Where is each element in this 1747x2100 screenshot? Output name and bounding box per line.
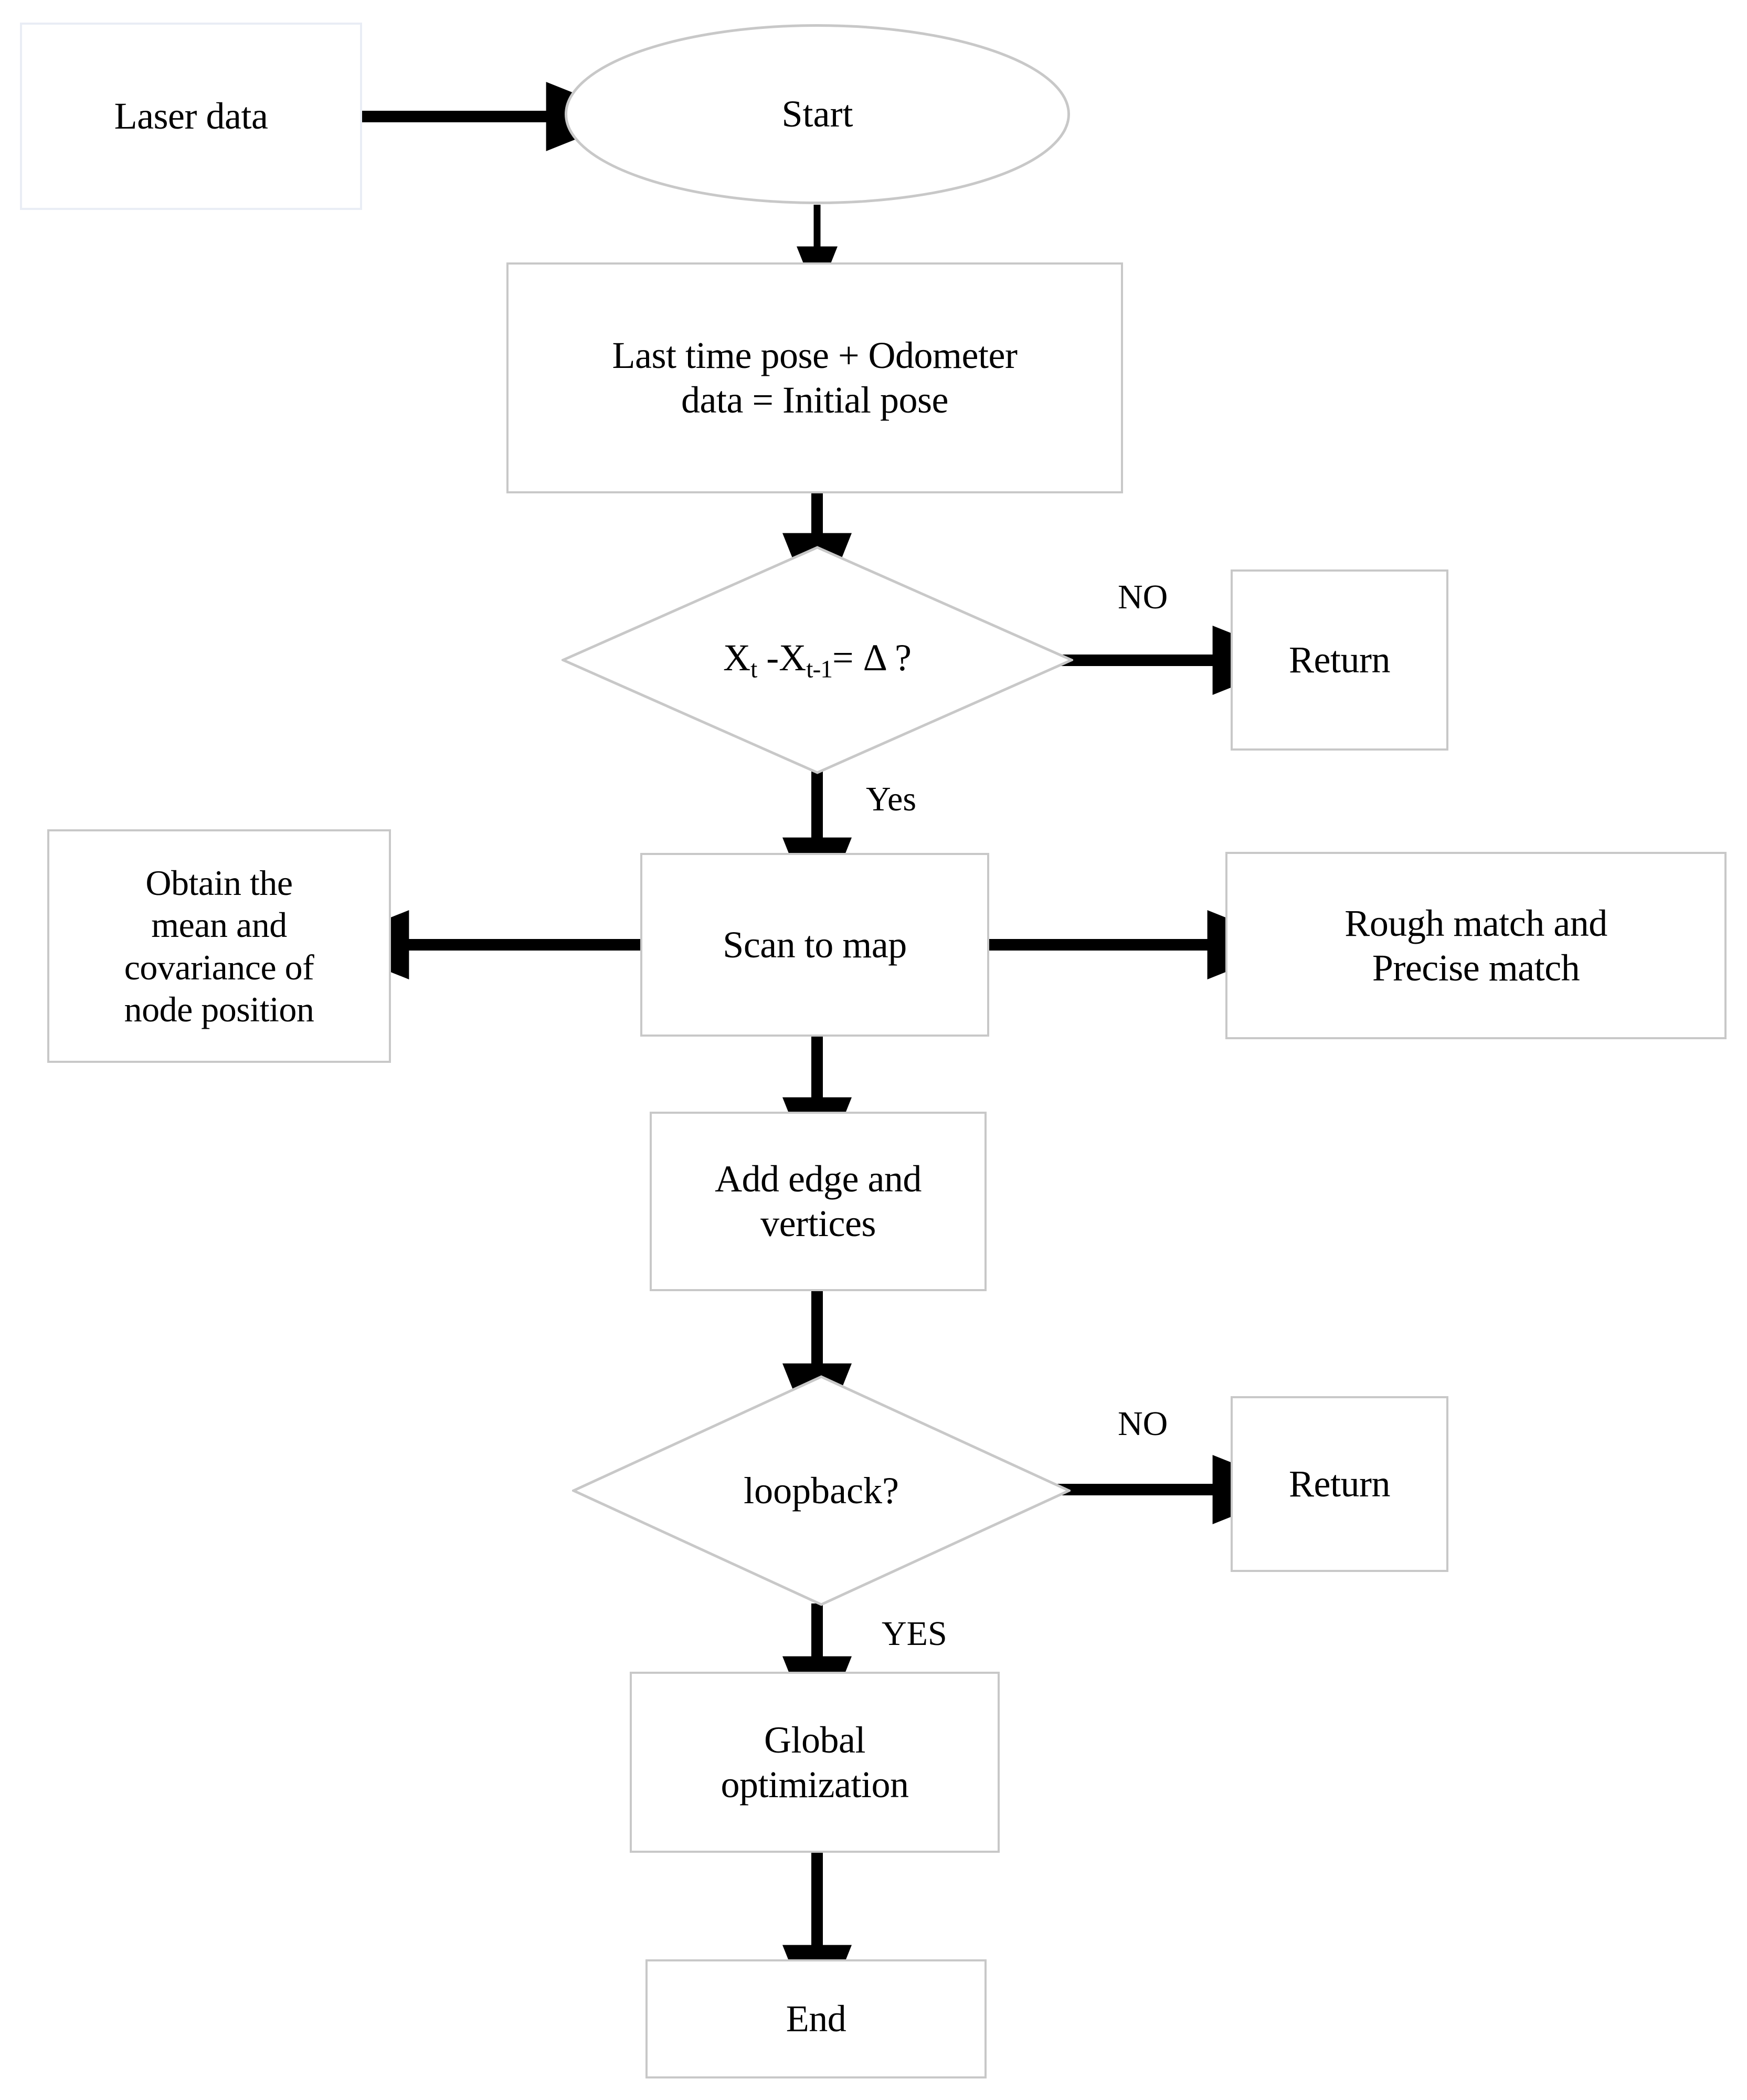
node-decision-loopback-label: loopback? (744, 1469, 899, 1512)
node-end-label: End (786, 1998, 846, 2040)
node-scan-to-map[interactable]: Scan to map (640, 853, 989, 1037)
node-start-label: Start (781, 93, 853, 135)
node-decision-delta-label: Xt -Xt-1= Δ ? (562, 546, 1073, 774)
node-decision-loopback[interactable]: loopback? (572, 1375, 1071, 1606)
node-return-1-label: Return (1289, 639, 1390, 681)
node-rough-precise-match-label: Rough match and Precise match (1344, 902, 1607, 989)
node-obtain-mean-covariance[interactable]: Obtain the mean and covariance of node p… (47, 829, 391, 1063)
node-add-edge-vertices-label: Add edge and vertices (715, 1158, 922, 1244)
node-add-edge-vertices[interactable]: Add edge and vertices (650, 1112, 987, 1291)
decision-formula: Xt -Xt-1= Δ ? (723, 637, 912, 683)
node-return-2-label: Return (1289, 1463, 1390, 1505)
node-return-2[interactable]: Return (1231, 1396, 1448, 1572)
node-end[interactable]: End (645, 1959, 987, 2078)
node-return-1[interactable]: Return (1231, 569, 1448, 751)
node-laser-data[interactable]: Laser data (20, 23, 362, 210)
edge-label-no-1: NO (1118, 578, 1168, 616)
edge-label-yes-2: YES (882, 1614, 947, 1653)
node-initial-pose[interactable]: Last time pose + Odometer data = Initial… (506, 262, 1123, 493)
node-rough-precise-match[interactable]: Rough match and Precise match (1225, 852, 1727, 1039)
node-laser-data-label: Laser data (114, 95, 268, 138)
node-scan-to-map-label: Scan to map (723, 923, 907, 966)
node-initial-pose-label: Last time pose + Odometer data = Initial… (612, 334, 1018, 421)
edge-label-no-2: NO (1118, 1405, 1168, 1443)
node-start[interactable]: Start (564, 24, 1071, 205)
node-global-optimization[interactable]: Global optimization (630, 1672, 1000, 1853)
edge-label-yes-1: Yes (866, 780, 917, 818)
node-global-optimization-label: Global optimization (721, 1718, 909, 1806)
node-obtain-mean-covariance-label: Obtain the mean and covariance of node p… (124, 863, 314, 1029)
node-decision-delta[interactable]: Xt -Xt-1= Δ ? (562, 546, 1073, 774)
